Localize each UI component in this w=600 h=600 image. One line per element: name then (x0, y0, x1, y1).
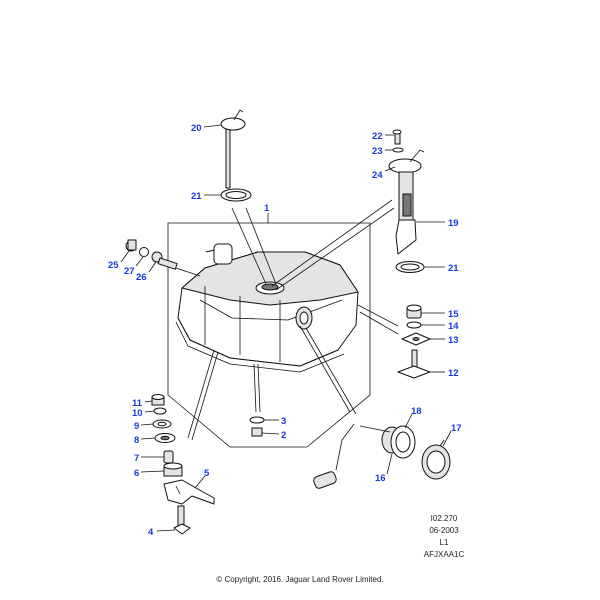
svg-text:10: 10 (132, 408, 143, 419)
callout-23: 23 (372, 146, 393, 157)
part-19-fuel-pump (388, 149, 425, 255)
part-2-drain-plug (251, 427, 263, 437)
part-23-washer (392, 147, 404, 153)
callout-3: 3 (264, 416, 286, 427)
svg-text:13: 13 (448, 335, 459, 346)
svg-text:2: 2 (281, 430, 286, 441)
part-3-washer (249, 416, 265, 424)
callout-6: 6 (134, 468, 165, 479)
ref-code: AFJXAA1C (423, 550, 465, 559)
callout-17: 17 (442, 423, 462, 447)
callout-12: 12 (430, 368, 459, 379)
part-17-locking-ring (421, 439, 451, 480)
svg-text:15: 15 (448, 309, 459, 320)
callout-13: 13 (430, 335, 459, 346)
svg-text:27: 27 (124, 266, 135, 277)
svg-text:4: 4 (148, 527, 154, 538)
callout-10: 10 (132, 408, 155, 419)
part-26-fitting (151, 251, 178, 270)
svg-text:14: 14 (448, 321, 459, 332)
callout-19: 19 (416, 218, 459, 229)
fuel-tank (175, 243, 359, 373)
svg-text:1: 1 (264, 203, 270, 214)
callout-22: 22 (372, 131, 394, 142)
svg-text:3: 3 (281, 416, 286, 427)
callout-2: 2 (261, 430, 286, 441)
svg-text:8: 8 (134, 435, 139, 446)
part-21-seal-lower (395, 261, 425, 273)
svg-text:5: 5 (204, 468, 210, 479)
part-25-fitting (125, 239, 137, 252)
svg-text:11: 11 (132, 398, 143, 409)
callout-4: 4 (148, 527, 176, 538)
svg-text:23: 23 (372, 146, 383, 157)
svg-text:20: 20 (191, 123, 202, 134)
callout-24: 24 (372, 166, 396, 181)
callout-21a: 21 (191, 191, 221, 202)
callout-18: 18 (404, 406, 422, 429)
part-20-sender-unit (220, 109, 246, 189)
callout-9: 9 (134, 421, 154, 432)
part-16-fuel-gauge-sender (313, 423, 403, 489)
part-15-mount-rubber (406, 304, 422, 319)
svg-text:26: 26 (136, 272, 147, 283)
svg-text:25: 25 (108, 260, 119, 271)
callout-15: 15 (421, 309, 459, 320)
svg-text:12: 12 (448, 368, 459, 379)
callout-20: 20 (191, 123, 222, 134)
part-5-strap (163, 479, 215, 505)
callout-8: 8 (134, 435, 156, 446)
ref-date: 06-2003 (429, 526, 459, 535)
svg-text:18: 18 (411, 406, 422, 417)
part-13-plate (401, 332, 431, 346)
part-22-bolt (392, 129, 402, 145)
callout-16: 16 (375, 453, 393, 484)
callout-7: 7 (134, 453, 164, 464)
svg-text:17: 17 (451, 423, 462, 434)
svg-text:22: 22 (372, 131, 383, 142)
part-14-washer (406, 321, 422, 329)
part-10-washer (153, 407, 167, 415)
svg-text:21: 21 (448, 263, 459, 274)
svg-text:9: 9 (134, 421, 139, 432)
part-18-seal (390, 425, 416, 459)
part-21-seal-upper (220, 188, 252, 202)
callout-5: 5 (194, 468, 210, 489)
tank-group-outline (167, 222, 371, 448)
copyright-notice: © Copyright, 2016. Jaguar Land Rover Lim… (216, 575, 384, 584)
callout-27: 27 (124, 256, 144, 277)
part-12-bracket (397, 349, 431, 379)
svg-text:7: 7 (134, 453, 139, 464)
callout-1: 1 (264, 203, 270, 223)
svg-text:16: 16 (375, 473, 386, 484)
part-8-washer (154, 433, 176, 443)
svg-text:21: 21 (191, 191, 202, 202)
callout-11: 11 (132, 398, 153, 409)
callout-21b: 21 (424, 263, 459, 274)
ref-illustration-number: I02.270 (430, 514, 458, 523)
callout-25: 25 (108, 250, 130, 271)
part-9-washer (152, 419, 172, 429)
ref-level: L1 (439, 538, 449, 547)
svg-text:19: 19 (448, 218, 459, 229)
part-6-bush (163, 462, 183, 477)
part-11-nut (151, 394, 165, 406)
callouts: 20 21 1 22 23 24 19 21 25 27 26 15 14 13… (108, 123, 462, 538)
svg-text:6: 6 (134, 468, 139, 479)
callout-26: 26 (136, 261, 157, 283)
part-27-fitting (139, 247, 149, 257)
svg-text:24: 24 (372, 170, 383, 181)
callout-14: 14 (421, 321, 459, 332)
part-4-bolt (173, 505, 191, 535)
part-7-spacer (163, 450, 174, 464)
